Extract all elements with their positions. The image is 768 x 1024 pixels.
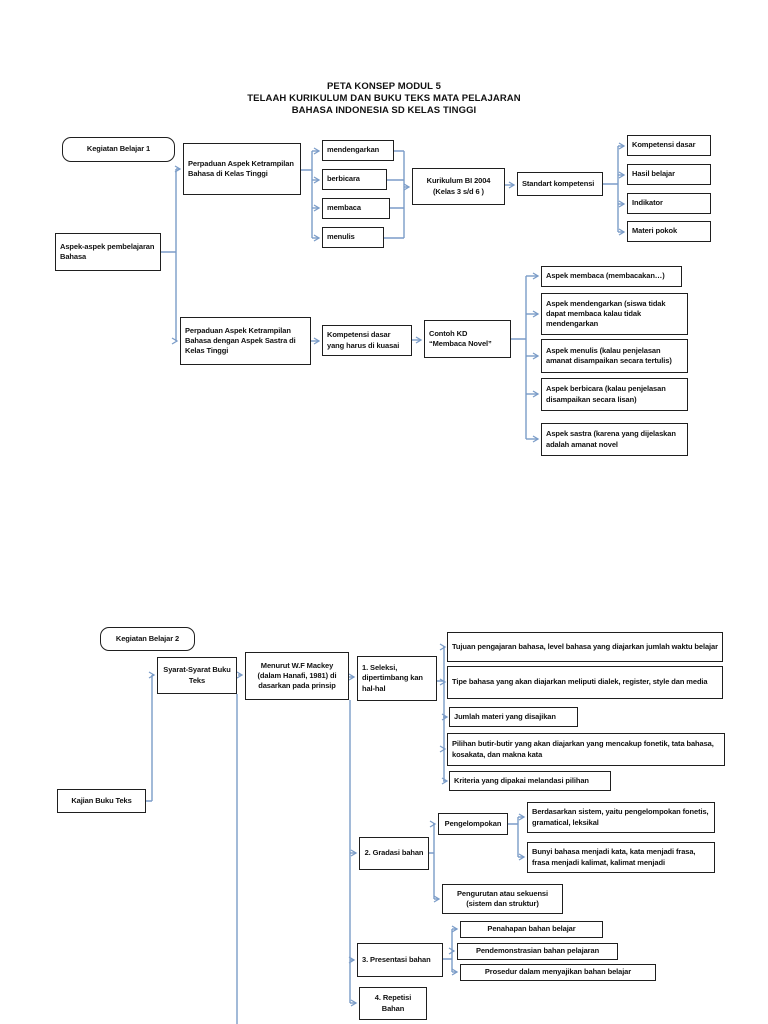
node-kriteria-pilihan: Kriteria yang dipakai melandasi pilihan [449, 771, 611, 791]
node-kurikulum-bi-2004: Kurikulum BI 2004 (Kelas 3 s/d 6 ) [412, 168, 505, 205]
node-mendengarkan: mendengarkan [322, 140, 394, 161]
node-kompetensi-harus-dikuasai: Kompetensi dasar yang harus di kuasai [322, 325, 412, 356]
node-tipe-bahasa: Tipe bahasa yang akan diajarkan meliputi… [447, 666, 723, 699]
node-menurut-mackey: Menurut W.F Mackey (dalam Hanafi, 1981) … [245, 652, 349, 700]
node-aspek-sastra: Aspek sastra (karena yang dijelaskan ada… [541, 423, 688, 456]
node-berdasarkan-sistem: Berdasarkan sistem, yaitu pengelompokan … [527, 802, 715, 833]
connector-gradasi-to-items [429, 820, 441, 903]
connector-kajian-to-syarat [146, 671, 156, 802]
connector-standart-to-komponen [603, 142, 626, 236]
connector-contoh-to-aspek-list [511, 272, 540, 443]
node-berbicara: berbicara [322, 169, 387, 190]
node-indikator: Indikator [627, 193, 711, 214]
node-pilihan-butir: Pilihan butir-butir yang akan diajarkan … [447, 733, 725, 766]
node-aspek-berbicara: Aspek berbicara (kalau penjelasan disamp… [541, 378, 688, 411]
node-tujuan-pengajaran: Tujuan pengajaran bahasa, level bahasa y… [447, 632, 723, 662]
node-aspek-membaca: Aspek membaca (membacakan…) [541, 266, 682, 287]
node-aspek-aspek-pembelajaran: Aspek-aspek pembelajaran Bahasa [55, 233, 161, 271]
node-hasil-belajar: Hasil belajar [627, 164, 711, 185]
node-bunyi-bahasa: Bunyi bahasa menjadi kata, kata menjadi … [527, 842, 715, 873]
node-standart-kompetensi: Standart kompetensi [517, 172, 603, 196]
title-line-1: PETA KONSEP MODUL 5 [327, 81, 441, 92]
node-pengurutan-sekuensi: Pengurutan atau sekuensi (sistem dan str… [442, 884, 563, 914]
node-menulis: menulis [322, 227, 384, 248]
node-perpaduan-aspek-sastra: Perpaduan Aspek Ketrampilan Bahasa denga… [180, 317, 311, 365]
node-repetisi-bahan: 4. Repetisi Bahan [359, 987, 427, 1020]
node-jumlah-materi: Jumlah materi yang disajikan [449, 707, 578, 727]
connector-presentasi-to-items [443, 925, 459, 976]
node-kajian-buku-teks: Kajian Buku Teks [57, 789, 146, 813]
node-aspek-menulis: Aspek menulis (kalau penjelasan amanat d… [541, 339, 688, 373]
connector-pengelompokan-to-items [508, 813, 526, 861]
connector-seleksi-to-items [437, 643, 449, 785]
connector-perpaduan1-to-skills [301, 147, 321, 242]
connector-mackey-to-prinsip-list [348, 700, 358, 1007]
node-gradasi-bahan: 2. Gradasi bahan [359, 837, 429, 870]
node-kompetensi-dasar: Kompetensi dasar [627, 135, 711, 156]
node-prosedur: Prosedur dalam menyajikan bahan belajar [460, 964, 656, 981]
node-syarat-buku-teks: Syarat-Syarat Buku Teks [157, 657, 237, 694]
connector-root1-to-branches [160, 165, 182, 345]
title-line-2: TELAAH KURIKULUM DAN BUKU TEKS MATA PELA… [247, 93, 521, 104]
node-seleksi: 1. Seleksi, dipertimbang kan hal-hal [357, 656, 437, 701]
title-line-3: BAHASA INDONESIA SD KELAS TINGGI [291, 105, 477, 116]
node-kegiatan-belajar-2: Kegiatan Belajar 2 [100, 627, 195, 651]
node-pendemonstrasian: Pendemonstrasian bahan pelajaran [457, 943, 618, 960]
node-pengelompokan: Pengelompokan [438, 813, 508, 835]
node-materi-pokok: Materi pokok [627, 221, 711, 242]
node-penahapan: Penahapan bahan belajar [460, 921, 603, 938]
node-membaca: membaca [322, 198, 390, 219]
node-presentasi-bahan: 3. Presentasi bahan [357, 943, 443, 977]
connector-skills-to-kurikulum [384, 150, 411, 239]
page-title: PETA KONSEP MODUL 5 TELAAH KURIKULUM DAN… [0, 81, 768, 117]
node-perpaduan-aspek-ketrampilan: Perpaduan Aspek Ketrampilan Bahasa di Ke… [183, 143, 301, 195]
node-contoh-kd: Contoh KD “Membaca Novel” [424, 320, 511, 358]
node-kegiatan-belajar-1: Kegiatan Belajar 1 [62, 137, 175, 162]
node-aspek-mendengarkan: Aspek mendengarkan (siswa tidak dapat me… [541, 293, 688, 335]
